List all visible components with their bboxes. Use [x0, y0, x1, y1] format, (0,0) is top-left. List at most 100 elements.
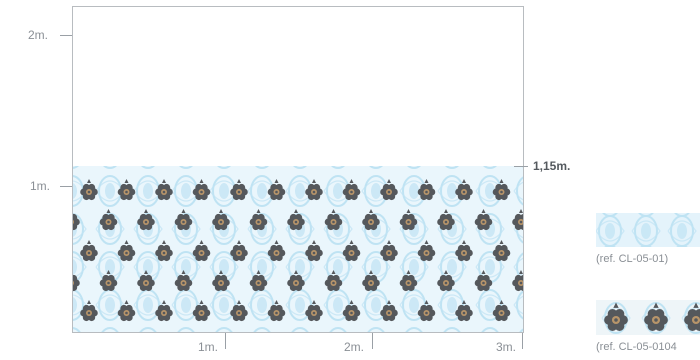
y-tick-1m — [60, 186, 72, 187]
x-tick-2m — [372, 333, 373, 349]
damask-dark-motif — [174, 209, 193, 231]
damask-dark-motif — [455, 179, 473, 201]
y-label-2m: 2m. — [28, 28, 49, 42]
damask-dark-motif — [155, 300, 173, 322]
damask-light-motif — [368, 166, 384, 169]
damask-dark-motif — [305, 300, 323, 322]
damask-light-motif — [513, 252, 523, 282]
damask-dark-motif — [644, 302, 668, 331]
damask-dark-motif — [492, 179, 511, 201]
damask-light-motif — [330, 166, 346, 169]
damask-dark-motif — [437, 270, 455, 292]
damask-dark-motif — [99, 270, 118, 292]
damask-light-motif — [604, 245, 616, 247]
damask-dark-motif — [174, 270, 193, 292]
damask-dark-motif — [455, 300, 473, 322]
damask-dark-motif — [80, 179, 98, 201]
damask-light-motif — [475, 289, 505, 321]
damask-light-motif — [102, 166, 118, 169]
damask-light-motif — [139, 327, 157, 332]
damask-light-motif — [631, 215, 661, 247]
damask-dark-motif — [212, 209, 230, 231]
damask-dark-motif — [305, 240, 323, 262]
damask-dark-motif — [212, 270, 230, 292]
swatch-ref-label-1: (ref. CL-05-01) — [596, 253, 669, 265]
damask-dark-motif — [417, 240, 436, 262]
damask-dark-motif — [249, 270, 268, 292]
damask-light-motif — [640, 245, 652, 247]
damask-light-motif — [291, 327, 309, 332]
swatch-dark-pattern — [601, 302, 700, 334]
x-label-2m: 2m. — [344, 340, 365, 354]
damask-light-motif — [292, 166, 308, 169]
damask-dark-motif — [192, 240, 211, 262]
damask-light-motif — [676, 245, 688, 247]
damask-dark-motif — [80, 300, 98, 322]
damask-dark-motif — [192, 300, 211, 322]
damask-dark-motif — [117, 240, 136, 262]
damask-light-motif — [399, 289, 429, 321]
damask-dark-motif — [324, 209, 343, 231]
damask-dark-motif — [230, 179, 248, 201]
damask-light-motif — [513, 176, 523, 206]
damask-dark-motif — [99, 209, 118, 231]
damask-light-motif — [405, 327, 423, 332]
damask-dark-motif — [342, 240, 361, 262]
damask-light-motif — [73, 251, 87, 283]
damask-light-motif — [513, 290, 523, 320]
damask-light-motif — [481, 327, 499, 332]
x-tick-3m — [522, 333, 523, 349]
damask-dark-motif — [80, 240, 98, 262]
damask-dark-motif — [474, 209, 493, 231]
damask-light-motif — [667, 215, 697, 247]
damask-dark-motif — [73, 213, 80, 231]
damask-dark-motif — [512, 270, 523, 292]
damask-dark-motif — [362, 270, 380, 292]
swatch-light-blue-damask[interactable] — [596, 213, 700, 247]
damask-dark-motif — [417, 179, 436, 201]
damask-light-motif — [95, 251, 125, 283]
damask-dark-motif — [492, 240, 511, 262]
damask-dark-motif — [137, 209, 155, 231]
damask-light-motif — [73, 166, 80, 169]
damask-dark-motif — [249, 209, 268, 231]
damask-light-motif — [101, 327, 119, 332]
damask-dark-motif — [417, 300, 436, 322]
damask-dark-motif — [287, 270, 305, 292]
x-label-3m: 3m. — [496, 340, 517, 354]
damask-dark-motif — [305, 179, 323, 201]
damask-dark-motif — [267, 240, 286, 262]
damask-dark-motif — [604, 302, 628, 331]
panel-height-tick — [514, 166, 528, 167]
damask-light-motif — [444, 166, 460, 169]
x-tick-1m — [225, 333, 226, 349]
damask-light-motif — [253, 327, 271, 332]
y-tick-2m — [60, 35, 72, 36]
damask-dark-motif — [230, 300, 248, 322]
wallpaper-panel — [73, 166, 523, 332]
damask-dark-motif — [155, 179, 173, 201]
damask-light-motif — [215, 327, 233, 332]
damask-dark-motif — [230, 240, 248, 262]
damask-light-motif — [177, 327, 195, 332]
damask-dark-motif — [380, 240, 398, 262]
damask-light-motif — [216, 166, 232, 169]
damask-light-motif — [178, 166, 194, 169]
swatch-ref-label-2: (ref. CL-05-0104 — [596, 341, 677, 353]
damask-dark-motif — [267, 179, 286, 201]
swatch-grey-damask[interactable] — [596, 300, 700, 335]
damask-dark-motif — [192, 179, 211, 201]
damask-light-motif — [367, 327, 385, 332]
damask-light-motif — [406, 166, 422, 169]
damask-dark-motif — [399, 209, 418, 231]
damask-dark-motif — [287, 209, 305, 231]
damask-light-motif — [329, 327, 347, 332]
damask-dark-motif — [267, 300, 286, 322]
damask-light-motif — [443, 327, 461, 332]
damask-dark-motif — [684, 302, 700, 331]
damask-light-motif — [254, 166, 270, 169]
damask-dark-motif — [437, 209, 455, 231]
damask-dark-motif — [380, 300, 398, 322]
wall-preview — [72, 6, 524, 333]
swatch-blue-pattern — [596, 213, 697, 247]
